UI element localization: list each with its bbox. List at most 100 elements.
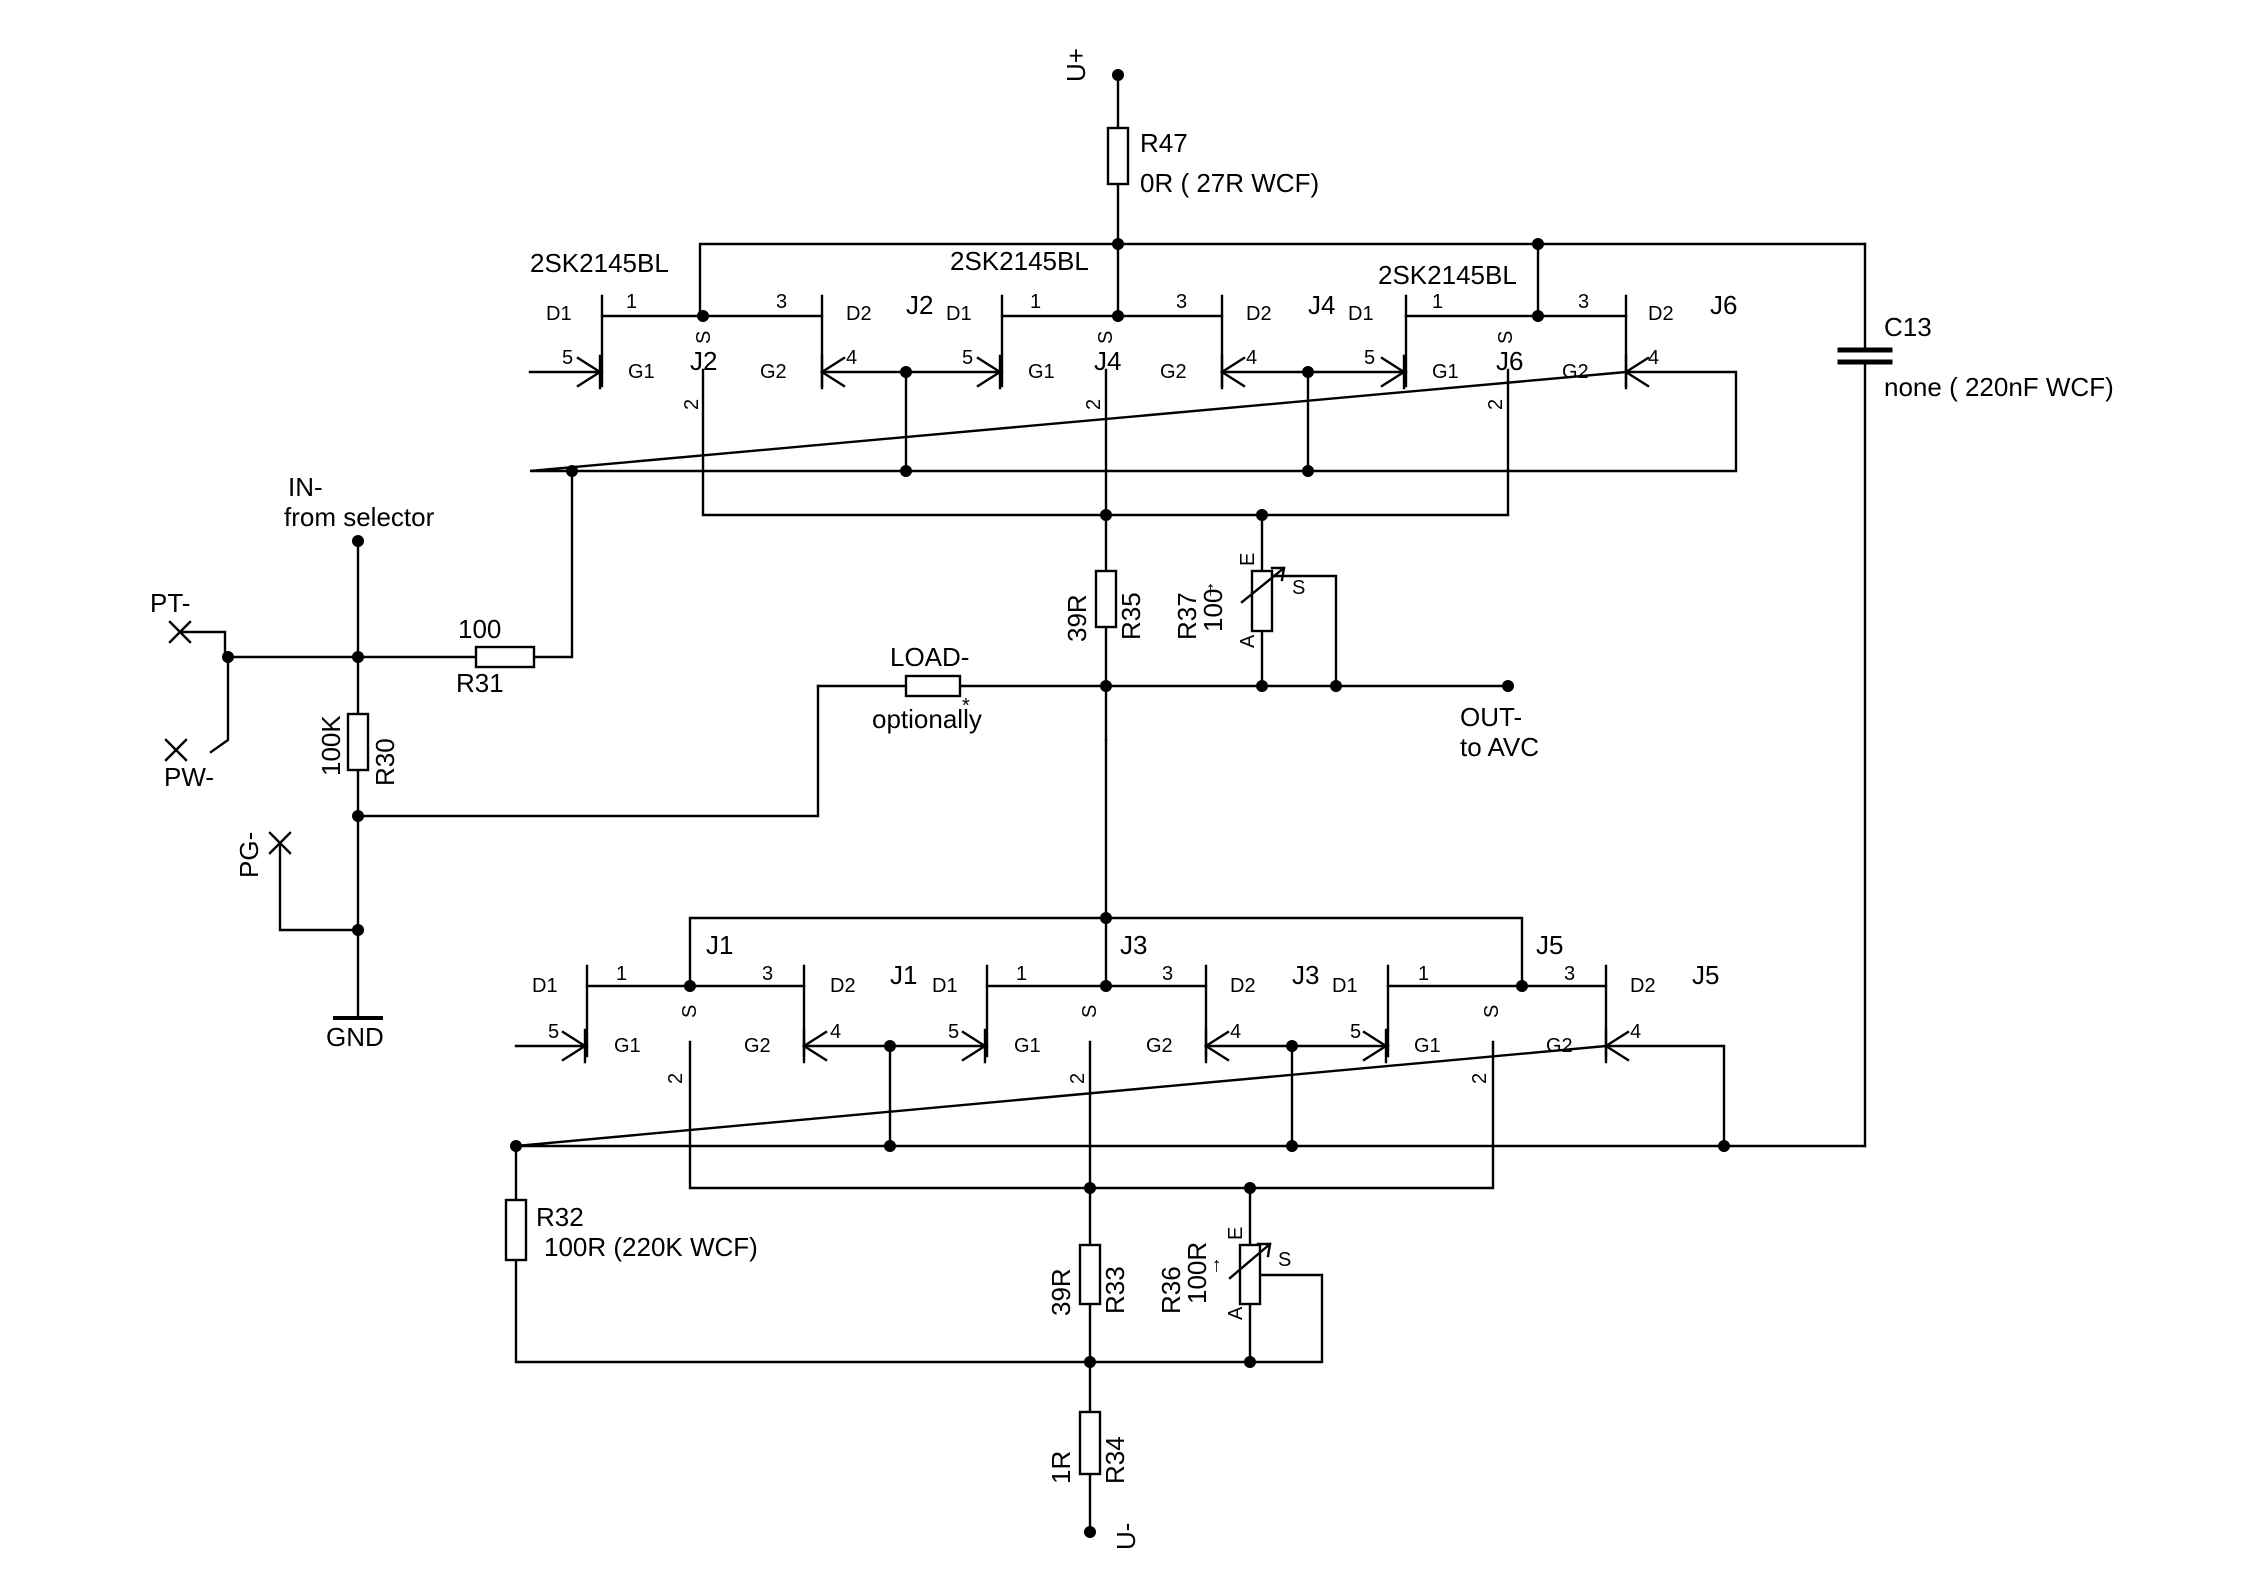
r37-body: [1250, 569, 1274, 633]
j4-name: J4: [1094, 346, 1121, 376]
j6-gate1-triangle: [1380, 354, 1407, 390]
j5-d2: D2: [1630, 975, 1656, 997]
j4-p1: 1: [1030, 291, 1041, 313]
junction-dot: [884, 1140, 896, 1152]
pg-label: PG-: [234, 832, 264, 878]
j4-ref: J4: [1308, 290, 1335, 320]
junction-dot: [1100, 980, 1112, 992]
r35-value: 39R: [1062, 594, 1092, 642]
j5-p3: 3: [1564, 963, 1575, 985]
junction-dot: [352, 810, 364, 822]
junction-dot: [1532, 238, 1544, 250]
r37-pin-a: A: [1237, 634, 1259, 648]
in-terminal: [352, 535, 364, 547]
j5-name: J5: [1692, 960, 1719, 990]
j5-s: S: [1481, 1005, 1503, 1018]
r37-ref: R37: [1172, 592, 1202, 640]
r33-value: 39R: [1046, 1268, 1076, 1316]
r47-ref: R47: [1140, 128, 1188, 158]
j5-gate1-triangle: [1362, 1028, 1389, 1064]
j2-d1: D1: [546, 303, 572, 325]
j3-p1: 1: [1016, 963, 1027, 985]
junction-dot: [1084, 1356, 1096, 1368]
c13-value: none ( 220nF WCF): [1884, 372, 2114, 402]
r36-pin-s: S: [1278, 1249, 1291, 1271]
r34-ref: R34: [1100, 1436, 1130, 1484]
r31-value: 100: [458, 614, 501, 644]
junction-dot: [1256, 680, 1268, 692]
pt-label: PT-: [150, 588, 190, 618]
u-plus-terminal: [1112, 69, 1124, 81]
junction-dot: [1330, 680, 1342, 692]
r36-ref: R36: [1156, 1266, 1186, 1314]
j1-d2: D2: [830, 975, 856, 997]
r37-arrow-glyph: →: [1197, 580, 1219, 600]
j1-s: S: [679, 1005, 701, 1018]
in-label: IN-: [288, 472, 323, 502]
j2-gate2-triangle: [819, 354, 846, 390]
j5-g1: G1: [1414, 1035, 1441, 1057]
r31-body: [474, 645, 536, 669]
junction-dot: [352, 651, 364, 663]
out-label: OUT-: [1460, 702, 1522, 732]
j2-s: S: [693, 331, 715, 344]
j5-p4: 4: [1630, 1021, 1641, 1043]
junction-dot: [1286, 1140, 1298, 1152]
out-terminal: [1502, 680, 1514, 692]
j2-g2: G2: [760, 361, 787, 383]
j6-part-label: 2SK2145BL: [1378, 260, 1517, 290]
j1-p5: 5: [548, 1021, 559, 1043]
j6-s: S: [1495, 331, 1517, 344]
j1-gate1-triangle: [561, 1028, 588, 1064]
j3-s: S: [1079, 1005, 1101, 1018]
junction-dot: [1718, 1140, 1730, 1152]
j4-g2: G2: [1160, 361, 1187, 383]
r37-wiper-arrow: [1240, 566, 1286, 604]
j4-s: S: [1095, 331, 1117, 344]
j4-part-label: 2SK2145BL: [950, 246, 1089, 276]
j3-ref: J3: [1120, 930, 1147, 960]
r35-ref: R35: [1116, 592, 1146, 640]
r47-body: [1106, 126, 1130, 186]
r36-arrow-glyph: →: [1203, 1256, 1225, 1276]
j1-ref: J1: [706, 930, 733, 960]
junction-dot: [1302, 366, 1314, 378]
junction-dot: [1112, 310, 1124, 322]
u-plus-label: U+: [1061, 48, 1091, 82]
junction-dots: [222, 69, 1730, 1538]
j3-g2: G2: [1146, 1035, 1173, 1057]
junction-dot: [222, 651, 234, 663]
j1-p2: 2: [665, 1073, 687, 1084]
j2-p1: 1: [626, 291, 637, 313]
terminal-crosses: [164, 620, 292, 855]
junction-dot: [1286, 1040, 1298, 1052]
j2-ref: J2: [906, 290, 933, 320]
j1-p4: 4: [830, 1021, 841, 1043]
j3-d2: D2: [1230, 975, 1256, 997]
j4-p2: 2: [1083, 399, 1105, 410]
j2-g1: G1: [628, 361, 655, 383]
r30-body: [346, 712, 370, 772]
j1-d1: D1: [532, 975, 558, 997]
pg-terminal-cross: [268, 831, 292, 855]
j1-g2: G2: [744, 1035, 771, 1057]
j3-gate2-triangle: [1203, 1028, 1230, 1064]
jfet-gate-symbols: [561, 354, 1650, 1064]
in-sub-label: from selector: [284, 502, 435, 532]
junction-dot: [566, 465, 578, 477]
pw-label: PW-: [164, 762, 214, 792]
r36-body: [1238, 1243, 1262, 1306]
j4-gate2-triangle: [1219, 354, 1246, 390]
j2-d2: D2: [846, 303, 872, 325]
j5-p5: 5: [1350, 1021, 1361, 1043]
junction-dot: [1100, 509, 1112, 521]
j6-p3: 3: [1578, 291, 1589, 313]
j3-p4: 4: [1230, 1021, 1241, 1043]
j6-name: J6: [1496, 346, 1523, 376]
j6-ref: J6: [1710, 290, 1737, 320]
j1-gate2-triangle: [801, 1028, 828, 1064]
load-label: LOAD-: [890, 642, 969, 672]
load-body: [904, 674, 962, 698]
junction-dot: [352, 924, 364, 936]
